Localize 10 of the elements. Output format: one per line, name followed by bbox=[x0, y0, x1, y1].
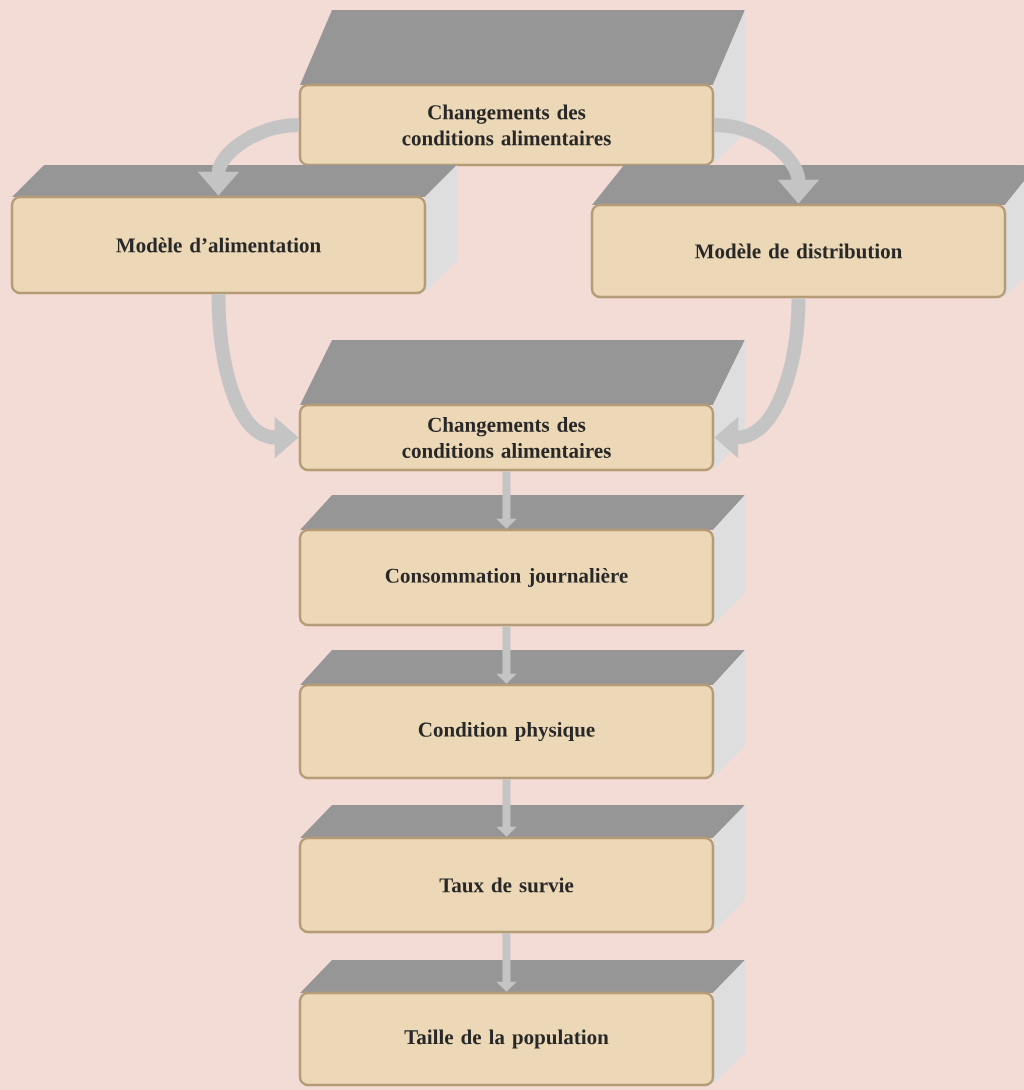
process-box: Modèle d’alimentation bbox=[10, 165, 457, 295]
node-label: Changements des conditions alimentaires bbox=[402, 417, 611, 458]
process-box: Changements des conditions alimentaires bbox=[298, 340, 745, 472]
node-label: Changements des conditions alimentaires bbox=[402, 104, 611, 146]
process-box: Taille de la population bbox=[298, 960, 745, 1087]
process-box: Consommation journalière bbox=[298, 495, 745, 627]
process-box: Modèle de distribution bbox=[590, 165, 1024, 299]
process-box: Condition physique bbox=[298, 650, 745, 780]
process-box: Taux de survie bbox=[298, 805, 745, 934]
process-box: Changements des conditions alimentaires bbox=[298, 10, 745, 167]
